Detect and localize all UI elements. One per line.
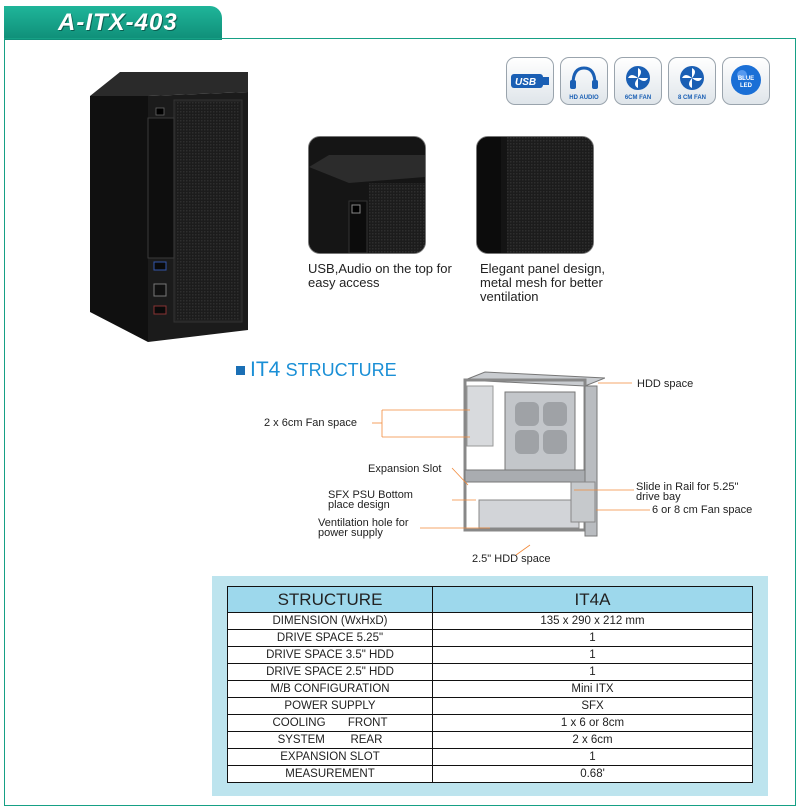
spec-label: COOLING FRONT — [227, 714, 433, 732]
page-frame — [4, 38, 796, 806]
feature-icon-row: USB HD AUDIO 6CM FAN 8 CM FAN BLUE LED — [506, 57, 770, 105]
callout-line: Slide in Rail for 5.25" — [636, 481, 739, 493]
callout-line: place design — [328, 499, 390, 511]
caption-line: ventilation — [480, 289, 539, 304]
svg-text:USB: USB — [515, 77, 536, 88]
svg-text:LED: LED — [740, 83, 753, 89]
spec-value: Mini ITX — [432, 680, 753, 698]
structure-section-title: IT4 STRUCTURE — [236, 358, 397, 382]
spec-value: 0.68' — [432, 765, 753, 783]
fan-icon — [626, 66, 650, 90]
chassis-structure-image — [463, 371, 605, 537]
detail-image-mesh-panel — [476, 136, 594, 254]
mesh-panel-photo — [477, 137, 593, 253]
led-icon: BLUE LED — [731, 65, 761, 95]
spec-label: DRIVE SPACE 5.25" — [227, 629, 433, 647]
fan-8cm-label: 8 CM FAN — [677, 95, 706, 101]
spec-table-header-row: STRUCTURE IT4A — [227, 586, 753, 613]
spec-label: POWER SUPPLY — [227, 697, 433, 715]
spec-header-model: IT4A — [432, 586, 753, 613]
case-front-image — [90, 72, 248, 342]
spec-label: MEASUREMENT — [227, 765, 433, 783]
callout-line: SFX PSU Bottom — [328, 489, 413, 501]
top-ports-photo — [309, 137, 425, 253]
callout-line: Ventilation hole for — [318, 517, 409, 529]
detail-image-top-ports — [308, 136, 426, 254]
table-row: DIMENSION (WxHxD)135 x 290 x 212 mm — [227, 612, 753, 630]
callout-fan-space-2: 6 or 8 cm Fan space — [652, 504, 753, 516]
feature-caption-ports: USB,Audio on the top for easy access — [308, 262, 452, 290]
callout-line: drive bay — [636, 491, 681, 503]
fan-6cm-label: 6CM FAN — [624, 95, 652, 101]
spec-value: 2 x 6cm — [432, 731, 753, 749]
headphone-icon — [570, 66, 598, 89]
structure-title-suffix: STRUCTURE — [285, 360, 397, 380]
callout-hdd-25: 2.5" HDD space — [472, 553, 551, 565]
spec-value: 1 x 6 or 8cm — [432, 714, 753, 732]
hd-audio-icon: HD AUDIO — [560, 57, 608, 105]
fan-6cm-icon: 6CM FAN — [614, 57, 662, 105]
structure-title-prefix: IT4 — [250, 358, 281, 381]
caption-line: metal mesh for better — [480, 275, 603, 290]
usb-symbol-icon: USB — [511, 74, 549, 88]
callout-fan-space: 2 x 6cm Fan space — [264, 417, 357, 429]
callout-sfx-psu: SFX PSU Bottom place design — [328, 489, 413, 511]
spec-value: 1 — [432, 629, 753, 647]
caption-line: Elegant panel design, — [480, 261, 606, 276]
callout-hdd-space: HDD space — [637, 378, 694, 390]
spec-label: DIMENSION (WxHxD) — [227, 612, 433, 630]
spec-value: 135 x 290 x 212 mm — [432, 612, 753, 630]
fan-8cm-icon: 8 CM FAN — [668, 57, 716, 105]
callout-expansion-slot: Expansion Slot — [368, 463, 442, 475]
fan-icon — [680, 66, 704, 90]
caption-line: USB,Audio on the top for — [308, 261, 452, 276]
model-title-tab: A-ITX-403 — [4, 6, 222, 40]
spec-header-structure: STRUCTURE — [227, 586, 433, 613]
callout-ventilation: Ventilation hole for power supply — [318, 517, 409, 539]
spec-label: SYSTEM REAR — [227, 731, 433, 749]
model-title: A-ITX-403 — [58, 9, 178, 36]
spec-label: EXPANSION SLOT — [227, 748, 433, 766]
table-row: DRIVE SPACE 5.25"1 — [227, 629, 753, 647]
spec-label: DRIVE SPACE 2.5" HDD — [227, 663, 433, 681]
hd-audio-label: HD AUDIO — [569, 95, 599, 101]
spec-label: M/B CONFIGURATION — [227, 680, 433, 698]
spec-label: DRIVE SPACE 3.5" HDD — [227, 646, 433, 664]
usb-icon: USB — [506, 57, 554, 105]
spec-value: 1 — [432, 646, 753, 664]
callout-slide-rail: Slide in Rail for 5.25" drive bay — [636, 481, 739, 503]
caption-line: easy access — [308, 275, 380, 290]
callout-line: power supply — [318, 527, 383, 539]
spec-table: STRUCTURE IT4A DIMENSION (WxHxD)135 x 29… — [227, 586, 753, 783]
svg-text:BLUE: BLUE — [738, 76, 754, 82]
spec-value: 1 — [432, 663, 753, 681]
bullet-square-icon — [236, 366, 245, 376]
spec-value: 1 — [432, 748, 753, 766]
spec-value: SFX — [432, 697, 753, 715]
blue-led-icon: BLUE LED — [722, 57, 770, 105]
feature-caption-panel: Elegant panel design, metal mesh for bet… — [480, 262, 605, 304]
